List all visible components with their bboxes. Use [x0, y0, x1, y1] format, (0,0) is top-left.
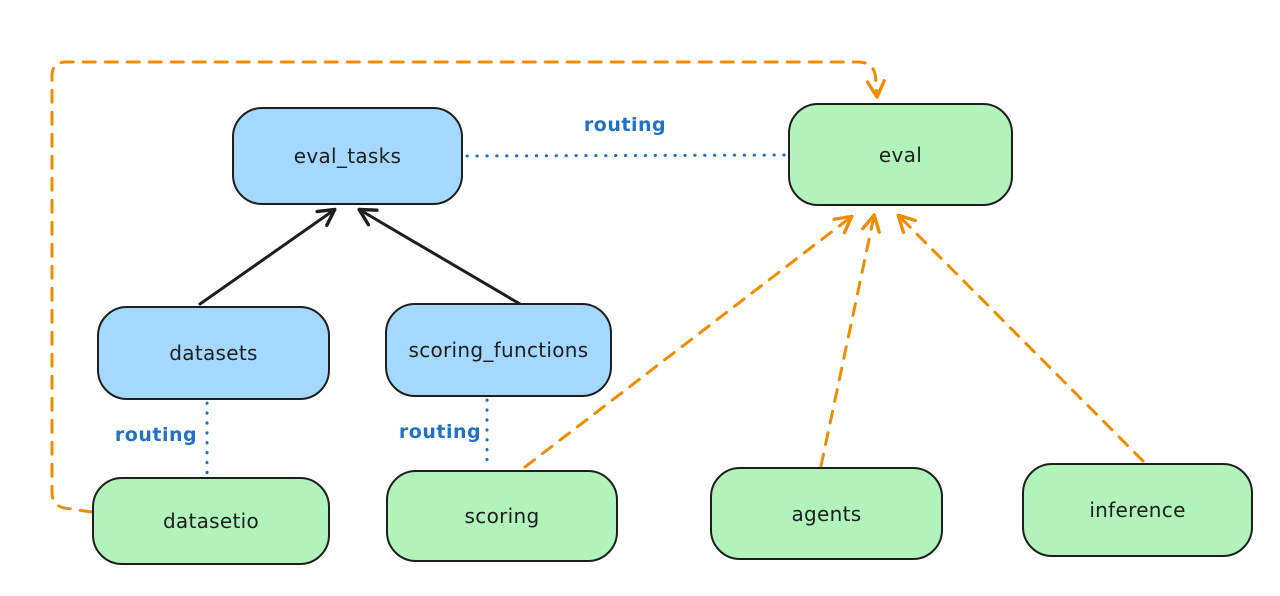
node-inference-label: inference: [1089, 498, 1186, 522]
edge-datasets-to-eval-tasks: [198, 207, 337, 306]
edge-scoring-to-eval: [523, 214, 854, 469]
node-eval-tasks: eval_tasks: [232, 107, 463, 205]
node-datasets: datasets: [97, 306, 330, 400]
edge-eval-tasks-to-eval-routing: [465, 153, 788, 158]
node-datasetio: datasetio: [92, 477, 330, 565]
node-eval-label: eval: [878, 142, 923, 167]
node-scoring-label: scoring: [464, 504, 540, 528]
node-eval: eval: [788, 103, 1013, 206]
edge-scoring-functions-to-eval-tasks: [357, 207, 522, 306]
node-eval-tasks-label: eval_tasks: [293, 144, 402, 168]
node-datasetio-label: datasetio: [162, 509, 260, 533]
node-datasets-label: datasets: [169, 341, 258, 365]
node-scoring-functions: scoring_functions: [385, 303, 612, 397]
node-agents-label: agents: [791, 501, 862, 526]
node-scoring-functions-label: scoring_functions: [408, 338, 589, 362]
edge-inference-to-eval: [896, 213, 1145, 463]
node-inference: inference: [1022, 463, 1253, 557]
edge-label-routing-scoring-functions-scoring: routing: [398, 421, 482, 443]
edge-label-routing-datasets-datasetio: routing: [114, 424, 198, 446]
node-agents: agents: [710, 467, 943, 560]
node-scoring: scoring: [386, 470, 618, 562]
edge-agents-to-eval: [819, 213, 881, 468]
edge-label-routing-eval-tasks-eval: routing: [583, 114, 667, 136]
